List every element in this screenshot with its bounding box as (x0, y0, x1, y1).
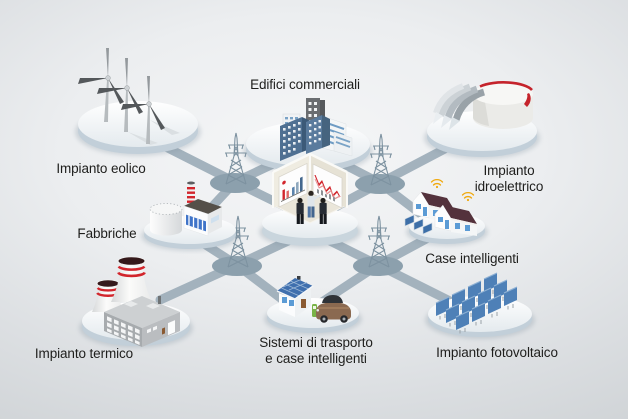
label-factories: Fabbriche (77, 226, 137, 241)
site-smart-homes (404, 178, 488, 246)
label-wind: Impianto eolico (56, 161, 146, 176)
wind-turbines-icon (78, 48, 180, 145)
label-commercial: Edifici commerciali (250, 77, 360, 92)
site-control-center (259, 152, 361, 248)
signal-icon (430, 178, 475, 202)
line-chart-screen (312, 163, 343, 209)
site-thermal (79, 256, 193, 348)
smart-houses-icon (404, 178, 477, 236)
site-commercial (243, 98, 373, 174)
bar-chart-screen (278, 162, 308, 208)
ev-car-house-icon (276, 276, 351, 323)
thermal-plant-icon (92, 256, 180, 347)
label-hydro: Impianto idroelettrico (474, 163, 544, 194)
site-solar (425, 272, 535, 339)
factory-icon (149, 181, 222, 237)
person-operator (307, 190, 321, 218)
label-smart-homes: Case intelligenti (425, 251, 519, 266)
site-hydro (424, 81, 540, 159)
site-wind (75, 48, 201, 156)
junction-nodes (210, 173, 405, 276)
control-room-icon (272, 152, 348, 224)
office-buildings-icon (280, 98, 353, 161)
site-factories (141, 181, 239, 251)
label-solar: Impianto fotovoltaico (436, 345, 558, 360)
hydro-dam-icon (433, 81, 533, 130)
person-suit-left (296, 197, 304, 224)
solar-panels-icon (435, 272, 518, 334)
site-transport (264, 276, 362, 335)
label-transport: Sistemi di trasporto e case intelligenti (259, 335, 373, 366)
label-thermal: Impianto termico (34, 346, 134, 361)
person-suit-right (319, 197, 327, 224)
